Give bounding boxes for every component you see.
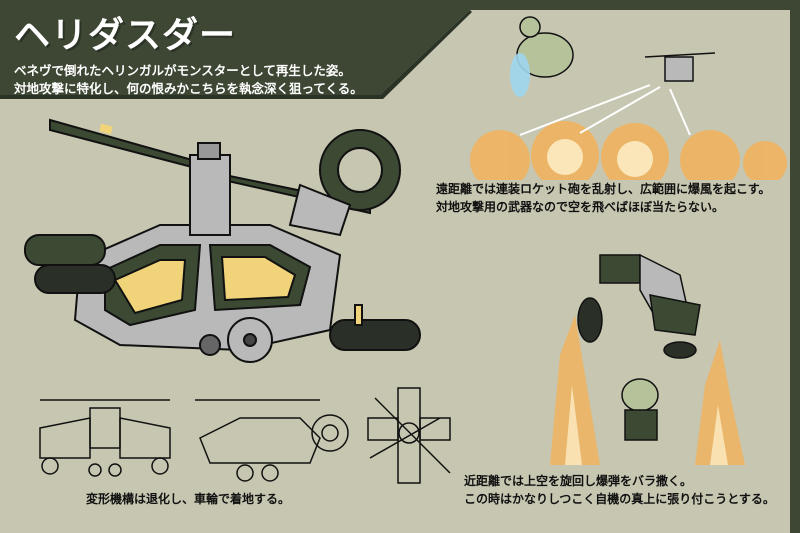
front-view-lineart — [39, 399, 171, 477]
top-view-lineart — [367, 387, 451, 484]
ranged-attack-illustration — [470, 16, 787, 180]
description: ベネヴで倒れたヘリンガルがモンスターとして再生した姿。 対地攻撃に特化し、何の恨… — [14, 62, 363, 98]
lineart-views — [39, 387, 451, 484]
bombing-attack-illustration — [550, 253, 745, 465]
transform-caption: 変形機構は退化し、車輪で着地する。 — [86, 492, 291, 506]
caption-line: 遠距離では連装ロケット砲を乱射し、広範囲に爆風を起こす。 — [436, 182, 771, 196]
bombing-attack-caption: 近距離では上空を旋回し爆弾をバラ撒く。 この時はかなりしつこく自機の真上に張り付… — [464, 472, 775, 508]
description-line: ベネヴで倒れたヘリンガルがモンスターとして再生した姿。 — [14, 63, 351, 78]
side-view-lineart — [195, 399, 349, 482]
caption-line: 対地攻撃用の武器なので空を飛べばほぼ当たらない。 — [436, 200, 725, 214]
ranged-attack-caption: 遠距離では連装ロケット砲を乱射し、広範囲に爆風を起こす。 対地攻撃用の武器なので… — [436, 180, 771, 216]
caption-line: 近距離では上空を旋回し爆弾をバラ撒く。 — [464, 474, 693, 488]
main-helicopter-illustration — [24, 118, 421, 363]
page-title: ヘリダスダー — [14, 15, 237, 56]
description-line: 対地攻撃に特化し、何の恨みかこちらを執念深く狙ってくる。 — [14, 81, 363, 96]
caption-line: この時はかなりしつこく自機の真上に張り付こうとする。 — [464, 492, 775, 506]
